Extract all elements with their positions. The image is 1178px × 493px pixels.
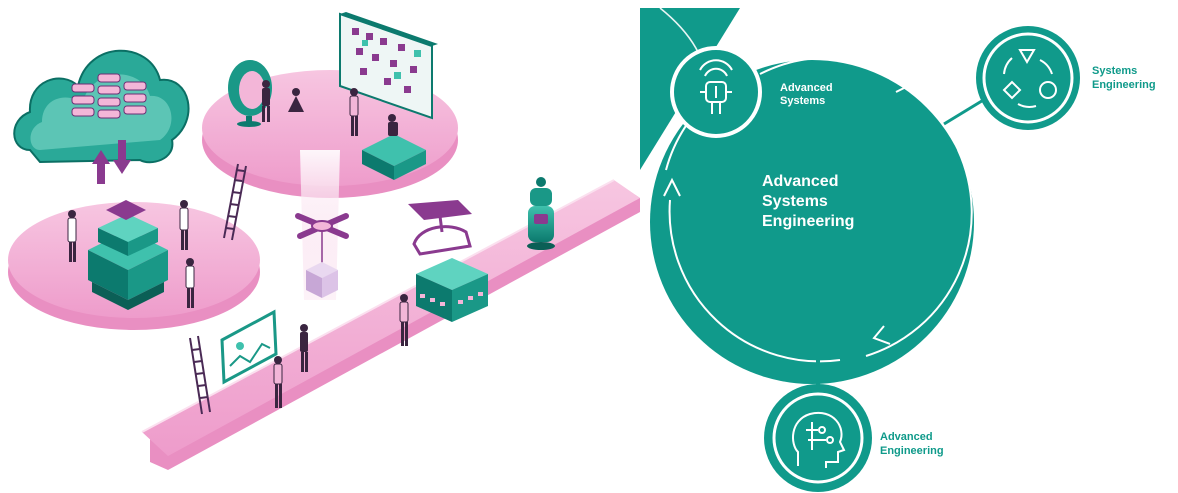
person-icon — [388, 114, 398, 136]
sticky-board-icon — [339, 12, 438, 120]
cycle-arrowheads — [663, 71, 914, 345]
label-line: Engineering — [1092, 79, 1156, 91]
label-systems-engineering: Systems Engineering — [1092, 65, 1156, 91]
ase-diagram: Advanced Systems Engineering Advanced Sy… — [640, 7, 1156, 492]
node-systems-engineering — [976, 26, 1080, 130]
chart-board-icon — [220, 309, 278, 385]
center-title: Advanced Systems Engineering — [762, 173, 854, 230]
center-title-line-2: Systems — [762, 193, 828, 210]
person-icon — [288, 88, 304, 112]
person-icon — [300, 324, 308, 372]
head-circuit-icon — [792, 411, 846, 468]
sync-arrows-icon — [92, 140, 131, 184]
node-advanced-engineering — [764, 384, 872, 492]
main-circle — [650, 60, 974, 384]
label-line: Engineering — [880, 445, 944, 457]
robot-icon — [527, 177, 555, 250]
label-line: Systems — [1092, 65, 1137, 77]
ladder-icons — [189, 163, 247, 415]
label-advanced-engineering: Advanced Engineering — [880, 431, 944, 457]
cycle-ring — [665, 56, 973, 363]
label-line: Advanced — [880, 431, 933, 443]
vehicle-icon — [408, 200, 472, 256]
node-advanced-systems — [670, 46, 762, 138]
isometric-illustration — [8, 12, 640, 470]
drone-icon — [295, 213, 349, 298]
people-icons — [67, 80, 409, 408]
robot-icon — [699, 59, 733, 114]
label-advanced-systems: Advanced Systems — [780, 82, 833, 107]
label-line: Advanced — [780, 82, 833, 94]
cycle-shapes-icon — [1002, 49, 1057, 108]
person-icon — [349, 88, 359, 136]
person-icon — [262, 80, 270, 122]
cloud-database-icon — [13, 49, 190, 164]
person-icon — [67, 210, 77, 262]
container-icon — [416, 258, 488, 322]
person-icon — [179, 200, 189, 250]
gear-base-icon — [362, 134, 426, 180]
label-line: Systems — [780, 95, 825, 107]
person-icon — [185, 258, 195, 308]
egg-chair-icon — [228, 60, 272, 127]
data-center-icon — [88, 200, 168, 310]
center-title-line-1: Advanced — [762, 173, 838, 190]
center-title-line-3: Engineering — [762, 213, 854, 230]
person-icon — [399, 294, 409, 346]
person-icon — [273, 356, 283, 408]
